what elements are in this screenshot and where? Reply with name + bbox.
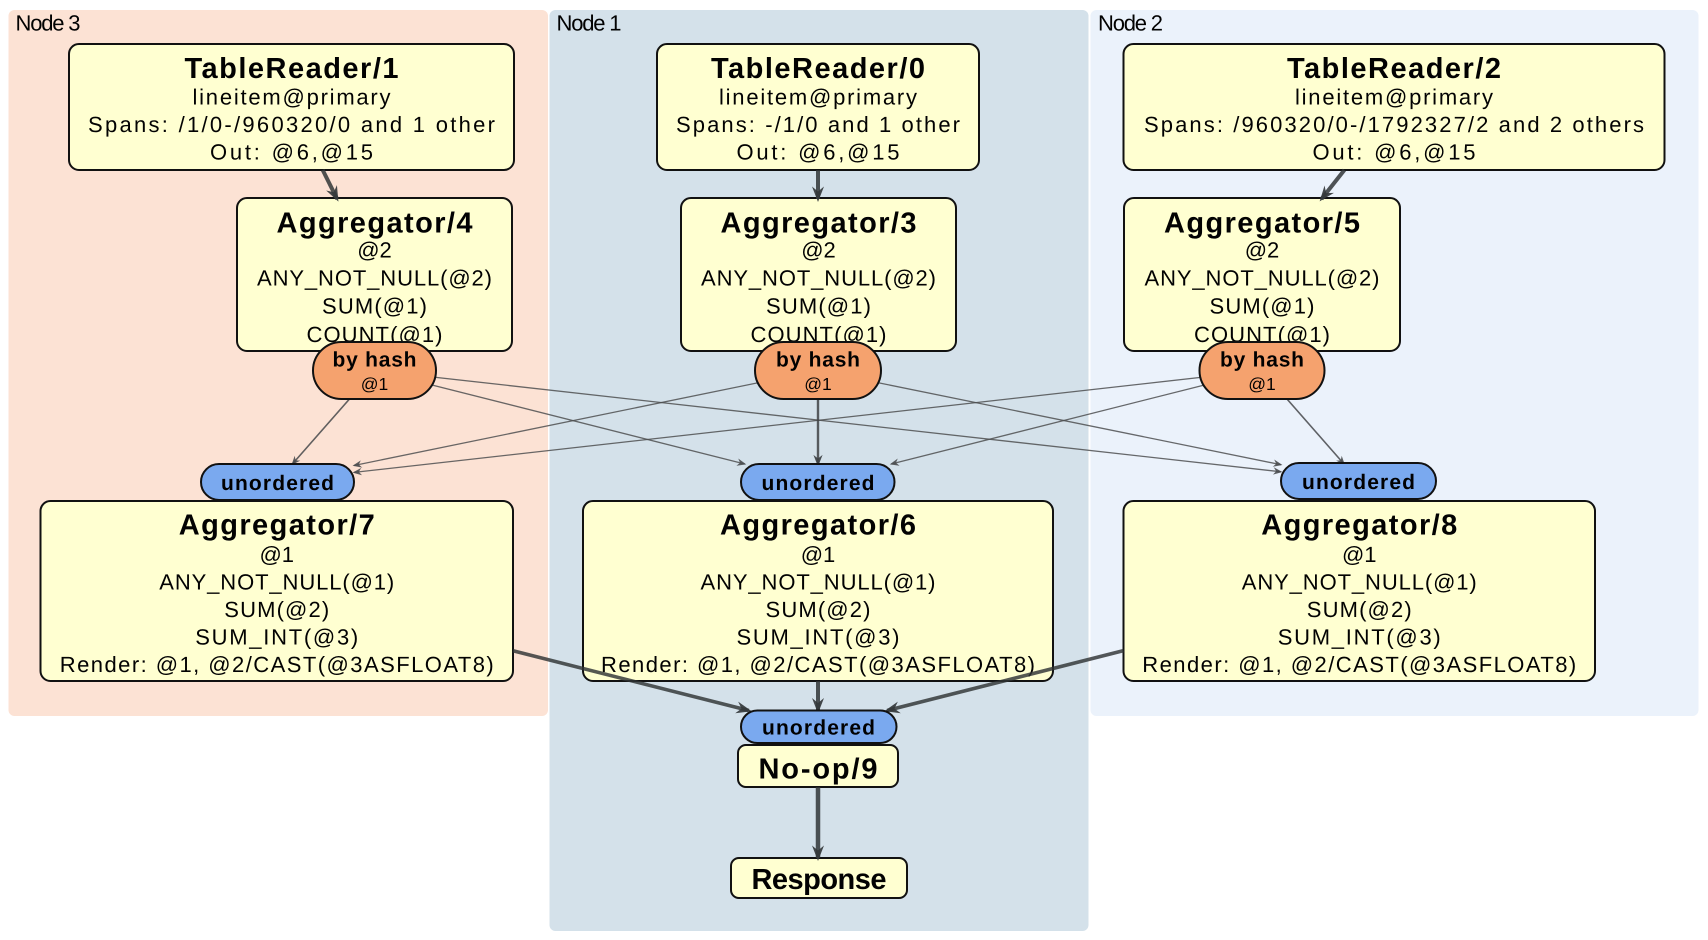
svg-text:@2: @2 [801,238,836,263]
svg-text:Response: Response [752,864,887,896]
svg-text:lineitem@primary: lineitem@primary [193,85,391,110]
svg-text:ANY_NOT_NULL(@2): ANY_NOT_NULL(@2) [1145,266,1380,291]
svg-text:TableReader/2: TableReader/2 [1287,53,1501,85]
svg-text:Aggregator/7: Aggregator/7 [179,510,375,542]
svg-text:ANY_NOT_NULL(@1): ANY_NOT_NULL(@1) [1242,570,1477,595]
svg-text:lineitem@primary: lineitem@primary [1295,85,1493,110]
svg-text:No-op/9: No-op/9 [759,754,878,786]
svg-text:Render: @1, @2/CAST(@3ASFLOAT8: Render: @1, @2/CAST(@3ASFLOAT8) [1142,652,1576,677]
svg-text:@2: @2 [1245,238,1280,263]
svg-text:Aggregator/8: Aggregator/8 [1261,510,1457,542]
svg-text:lineitem@primary: lineitem@primary [719,85,917,110]
svg-text:unordered: unordered [762,472,875,495]
svg-text:ANY_NOT_NULL(@2): ANY_NOT_NULL(@2) [257,266,492,291]
svg-text:ANY_NOT_NULL(@2): ANY_NOT_NULL(@2) [701,266,936,291]
svg-text:@1: @1 [801,542,836,567]
svg-text:SUM(@2): SUM(@2) [1307,597,1412,622]
svg-text:Aggregator/5: Aggregator/5 [1164,208,1360,240]
svg-text:by hash: by hash [776,349,860,372]
svg-text:TableReader/1: TableReader/1 [185,53,399,85]
svg-text:by hash: by hash [333,349,417,372]
svg-text:Out: @6,@15: Out: @6,@15 [210,140,373,165]
svg-text:Spans: /960320/0-/1792327/2 an: Spans: /960320/0-/1792327/2 and 2 others [1144,112,1644,137]
svg-text:SUM(@2): SUM(@2) [224,597,329,622]
svg-text:@1: @1 [804,374,832,394]
svg-text:unordered: unordered [1302,471,1415,494]
svg-text:ANY_NOT_NULL(@1): ANY_NOT_NULL(@1) [159,570,394,595]
svg-text:SUM(@2): SUM(@2) [766,597,871,622]
svg-text:unordered: unordered [221,472,334,495]
svg-text:by hash: by hash [1220,349,1304,372]
svg-text:Render: @1, @2/CAST(@3ASFLOAT8: Render: @1, @2/CAST(@3ASFLOAT8) [60,652,494,677]
svg-text:SUM(@1): SUM(@1) [766,294,871,319]
svg-text:@1: @1 [1248,374,1276,394]
svg-text:SUM(@1): SUM(@1) [322,294,427,319]
svg-text:Aggregator/6: Aggregator/6 [720,510,916,542]
svg-text:Aggregator/4: Aggregator/4 [277,208,473,240]
svg-text:@1: @1 [259,542,294,567]
svg-text:@1: @1 [361,374,389,394]
svg-text:@1: @1 [1342,542,1377,567]
svg-text:SUM_INT(@3): SUM_INT(@3) [195,625,358,650]
svg-text:SUM_INT(@3): SUM_INT(@3) [1278,625,1441,650]
svg-text:Render: @1, @2/CAST(@3ASFLOAT8: Render: @1, @2/CAST(@3ASFLOAT8) [601,652,1035,677]
svg-text:ANY_NOT_NULL(@1): ANY_NOT_NULL(@1) [701,570,936,595]
svg-text:Spans: /1/0-/960320/0 and 1 ot: Spans: /1/0-/960320/0 and 1 other [88,112,495,137]
svg-text:Node 2: Node 2 [1098,11,1163,36]
svg-text:SUM(@1): SUM(@1) [1210,294,1315,319]
svg-text:Node 3: Node 3 [16,11,81,36]
svg-text:unordered: unordered [762,717,875,740]
svg-text:@2: @2 [357,238,392,263]
svg-text:SUM_INT(@3): SUM_INT(@3) [737,625,900,650]
svg-text:Aggregator/3: Aggregator/3 [721,208,917,240]
svg-text:Node 1: Node 1 [557,11,622,36]
svg-text:TableReader/0: TableReader/0 [711,53,925,85]
svg-text:Out: @6,@15: Out: @6,@15 [737,140,900,165]
svg-text:Out: @6,@15: Out: @6,@15 [1313,140,1476,165]
